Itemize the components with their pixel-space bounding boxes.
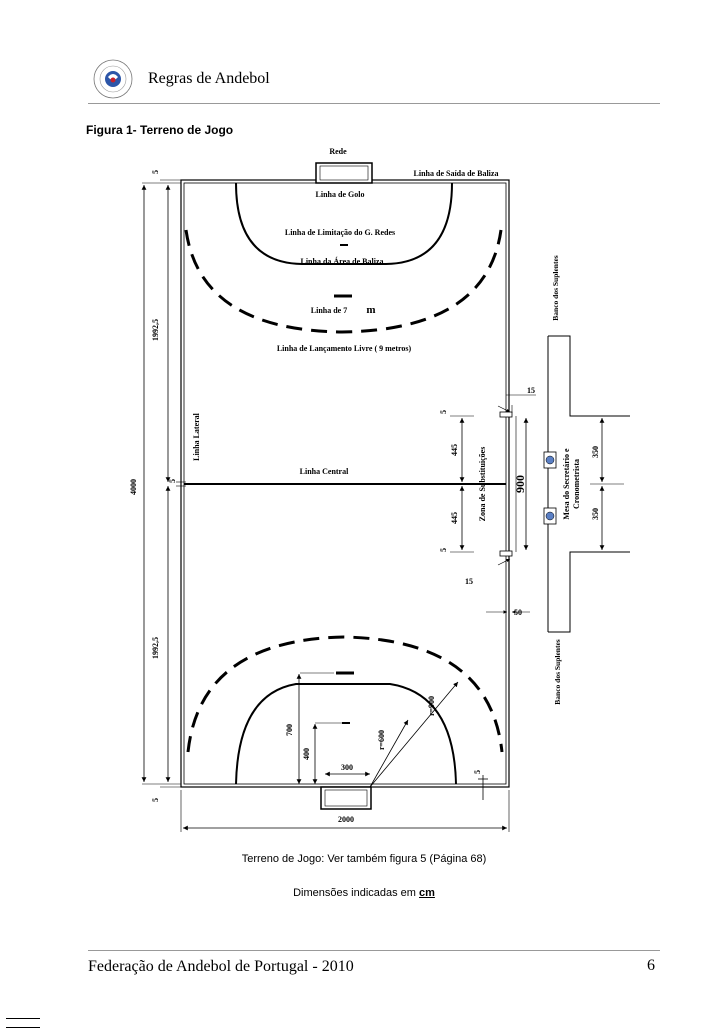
dim-5-top: 5: [151, 170, 160, 174]
units-caption-unit: cm: [419, 887, 435, 899]
radius-900-line: [369, 681, 459, 788]
top-goal: [315, 162, 373, 184]
dim-50: 50: [514, 608, 522, 617]
dim-5-center: 5: [168, 479, 177, 483]
dim-700: 700: [285, 724, 294, 736]
dim-5-sub-bottom: 5: [439, 548, 448, 552]
secretary-person-icon: [543, 507, 557, 525]
label-linha-limitacao: Linha de Limitação do G. Redes: [285, 228, 395, 237]
label-mesa-line1: Mesa do Secretário e: [562, 448, 571, 520]
label-banco-top: Banco dos Suplentes: [551, 255, 560, 321]
dim-1992-bottom: 1992,5: [151, 637, 160, 659]
page-number: 6: [647, 957, 655, 974]
dim-2000: 2000: [338, 815, 354, 824]
units-caption: Dimensões indicadas em cm: [0, 887, 728, 899]
dim-900: 900: [513, 475, 527, 493]
dim-400: 400: [302, 748, 311, 760]
label-linha-7m-unit: m: [366, 304, 375, 316]
dim-15-top: 15: [527, 386, 535, 395]
bottom-bench: [548, 551, 630, 633]
label-linha-area: Linha da Área de Baliza: [301, 256, 384, 266]
label-linha-central: Linha Central: [300, 467, 349, 476]
dim-5-sub-top: 5: [439, 410, 448, 414]
footer-divider: [88, 950, 660, 951]
top-free-throw-line: [184, 229, 503, 334]
document-header-title: Regras de Andebol: [148, 70, 270, 87]
dim-r600: r=600: [377, 730, 386, 750]
top-goal-area-line: [235, 182, 453, 265]
figure-caption: Terreno de Jogo: Ver também figura 5 (Pá…: [241, 853, 487, 865]
dim-15-bottom: 15: [465, 577, 473, 586]
radius-600-line: [369, 719, 409, 788]
label-linha-lancamento: Linha de Lançamento Livre ( 9 metros): [277, 344, 412, 353]
label-zona-substituicoes: Zona de Substituições: [478, 447, 487, 522]
label-rede: Rede: [329, 147, 347, 156]
label-linha-lateral: Linha Lateral: [192, 412, 201, 461]
top-bench: [548, 335, 630, 417]
dim-445-bottom: 445: [450, 512, 459, 524]
units-caption-prefix: Dimensões indicadas em: [293, 887, 420, 899]
dim-1992-top: 1992,5: [151, 319, 160, 341]
label-mesa-line2: Cronometrista: [572, 459, 581, 509]
label-linha-7m: Linha de 7: [311, 306, 347, 315]
header-divider: [88, 103, 660, 104]
bottom-goal: [320, 786, 372, 810]
dim-r900: r=900: [427, 696, 436, 716]
dim-5-bottom: 5: [151, 798, 160, 802]
dim-445-top: 445: [450, 444, 459, 456]
dim-4000: 4000: [129, 479, 138, 495]
label-linha-saida-baliza: Linha de Saída de Baliza: [414, 169, 499, 178]
bottom-goal-area-line: [235, 683, 457, 785]
bottom-free-throw-line: [186, 635, 504, 753]
label-banco-bottom: Banco dos Suplentes: [553, 639, 562, 705]
timekeeper-person-icon: [543, 451, 557, 469]
dim-350-bottom: 350: [591, 508, 600, 520]
dim-5-goal-right: 5: [473, 770, 482, 774]
footer-organization: Federação de Andebol de Portugal - 2010: [88, 958, 354, 975]
dim-350-top: 350: [591, 446, 600, 458]
label-linha-golo: Linha de Golo: [316, 190, 365, 199]
dim-300: 300: [341, 763, 353, 772]
federation-seal-icon: [93, 59, 133, 99]
figure-title: Figura 1- Terreno de Jogo: [86, 123, 234, 137]
corner-rule-marks: [6, 1018, 40, 1028]
